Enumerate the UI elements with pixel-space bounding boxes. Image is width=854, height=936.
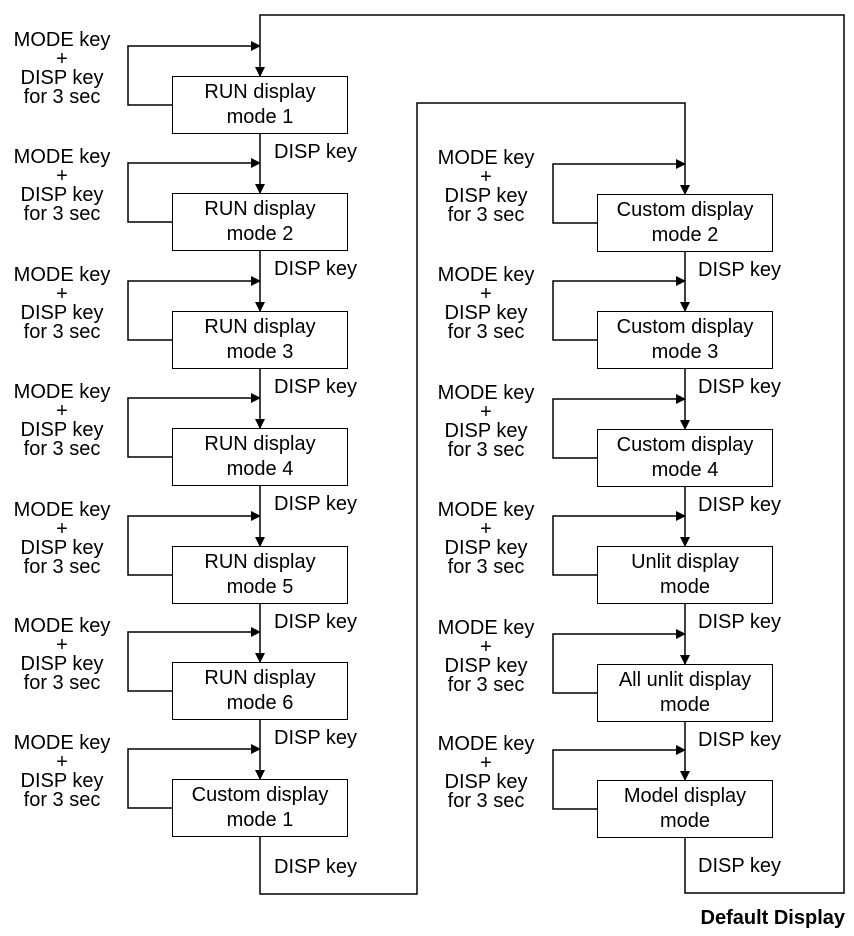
- mode-box-run-display-mode-3: RUN display mode 3: [172, 311, 348, 369]
- mode-box-all-unlit-display-mode: All unlit display mode: [597, 664, 773, 722]
- mode-disp-loop-arrow: [127, 393, 261, 458]
- disp-key-label: DISP key: [698, 729, 781, 751]
- mode-disp-loop-arrow: [552, 629, 686, 694]
- mode-disp-loop-arrow: [552, 159, 686, 224]
- mode-disp-hold-label: MODE key + DISP key for 3 sec: [13, 264, 111, 343]
- mode-disp-loop-arrow: [552, 745, 686, 810]
- disp-key-label: DISP key: [698, 611, 781, 633]
- mode-disp-hold-label: MODE key + DISP key for 3 sec: [437, 499, 535, 578]
- mode-box-label: Unlit display mode: [631, 551, 739, 598]
- mode-box-label: Model display mode: [623, 785, 747, 832]
- mode-box-custom-display-mode-1: Custom display mode 1: [172, 779, 348, 837]
- mode-disp-hold-label: MODE key + DISP key for 3 sec: [437, 264, 535, 343]
- mode-box-custom-display-mode-4: Custom display mode 4: [597, 429, 773, 487]
- mode-disp-hold-label: MODE key + DISP key for 3 sec: [13, 615, 111, 694]
- return-to-default-arrow: [255, 14, 845, 894]
- mode-disp-loop-arrow: [127, 744, 261, 809]
- mode-disp-loop-arrow: [552, 394, 686, 459]
- mode-disp-hold-label: MODE key + DISP key for 3 sec: [13, 146, 111, 225]
- mode-box-label: RUN display mode 4: [204, 433, 316, 480]
- mode-disp-loop-arrow: [127, 511, 261, 576]
- mode-box-run-display-mode-4: RUN display mode 4: [172, 428, 348, 486]
- mode-box-label: Custom display mode 3: [616, 316, 754, 363]
- disp-key-label: DISP key: [274, 493, 357, 515]
- disp-key-label: DISP key: [698, 259, 781, 281]
- mode-disp-hold-label: MODE key + DISP key for 3 sec: [437, 617, 535, 696]
- default-display-note: Default Display: [700, 907, 845, 929]
- mode-box-run-display-mode-5: RUN display mode 5: [172, 546, 348, 604]
- disp-key-label: DISP key: [274, 727, 357, 749]
- disp-key-label: DISP key: [698, 494, 781, 516]
- mode-box-label: RUN display mode 3: [204, 316, 316, 363]
- mode-box-label: RUN display mode 5: [204, 551, 316, 598]
- mode-disp-loop-arrow: [127, 627, 261, 692]
- mode-disp-loop-arrow: [552, 511, 686, 576]
- disp-key-label: DISP key: [274, 376, 357, 398]
- mode-box-run-display-mode-2: RUN display mode 2: [172, 193, 348, 251]
- disp-key-label: DISP key: [274, 258, 357, 280]
- mode-disp-hold-label: MODE key + DISP key for 3 sec: [437, 382, 535, 461]
- mode-box-label: RUN display mode 1: [204, 81, 316, 128]
- mode-disp-hold-label: MODE key + DISP key for 3 sec: [437, 733, 535, 812]
- mode-disp-hold-label: MODE key + DISP key for 3 sec: [13, 29, 111, 108]
- mode-disp-hold-label: MODE key + DISP key for 3 sec: [13, 381, 111, 460]
- mode-disp-hold-label: MODE key + DISP key for 3 sec: [13, 732, 111, 811]
- mode-disp-loop-arrow: [127, 276, 261, 341]
- mode-box-run-display-mode-6: RUN display mode 6: [172, 662, 348, 720]
- mode-box-label: RUN display mode 2: [204, 198, 316, 245]
- mode-box-label: Custom display mode 2: [616, 199, 754, 246]
- mode-disp-hold-label: MODE key + DISP key for 3 sec: [437, 147, 535, 226]
- mode-disp-loop-arrow: [127, 41, 261, 106]
- mode-box-custom-display-mode-2: Custom display mode 2: [597, 194, 773, 252]
- mode-disp-loop-arrow: [127, 158, 261, 223]
- mode-box-run-display-mode-1: RUN display mode 1: [172, 76, 348, 134]
- disp-key-label: DISP key: [698, 376, 781, 398]
- column-link-arrow: [259, 102, 690, 895]
- mode-disp-hold-label: MODE key + DISP key for 3 sec: [13, 499, 111, 578]
- mode-box-label: All unlit display mode: [618, 669, 752, 716]
- mode-box-label: Custom display mode 1: [191, 784, 329, 831]
- mode-box-label: RUN display mode 6: [204, 667, 316, 714]
- disp-key-label: DISP key: [274, 141, 357, 163]
- mode-box-label: Custom display mode 4: [616, 434, 754, 481]
- mode-box-model-display-mode: Model display mode: [597, 780, 773, 838]
- disp-key-label-link: DISP key: [274, 856, 357, 878]
- mode-box-custom-display-mode-3: Custom display mode 3: [597, 311, 773, 369]
- disp-key-label: DISP key: [274, 611, 357, 633]
- mode-disp-loop-arrow: [552, 276, 686, 341]
- disp-key-label-return: DISP key: [698, 855, 781, 877]
- mode-box-unlit-display-mode: Unlit display mode: [597, 546, 773, 604]
